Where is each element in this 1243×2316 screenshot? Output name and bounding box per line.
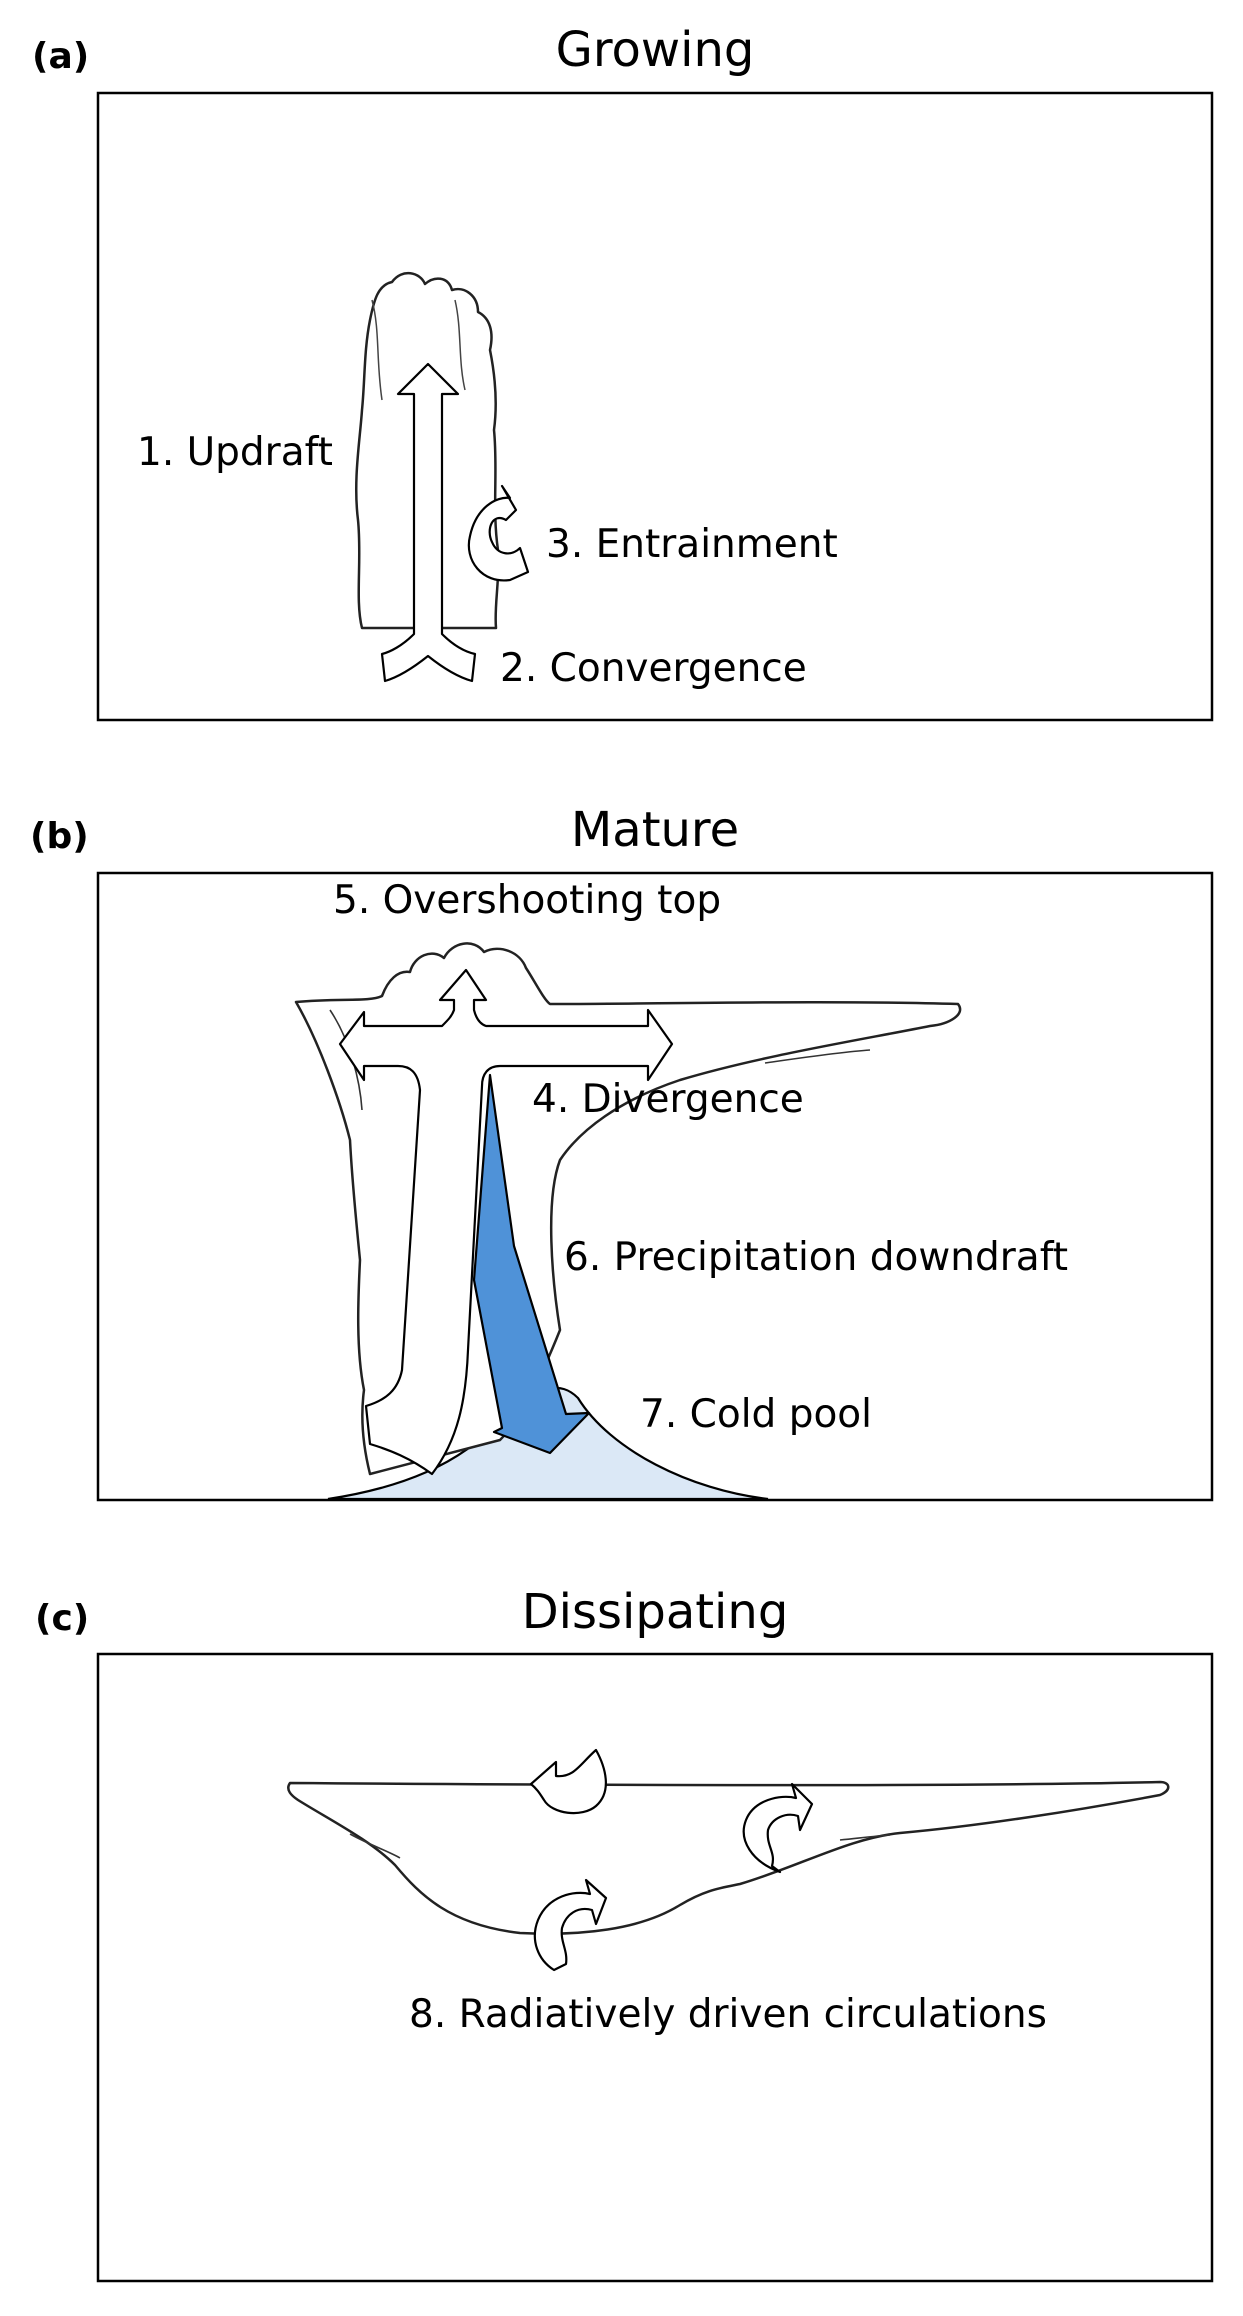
updraft-divergence-arrow <box>338 968 674 1476</box>
label-divergence: 4. Divergence <box>532 1077 804 1122</box>
label-updraft: 1. Updraft <box>137 430 333 475</box>
panel-title-mature: Mature <box>571 802 739 858</box>
entrainment-icon <box>467 484 530 582</box>
cloud-texture <box>349 1833 401 1859</box>
panel-frame-a <box>96 91 1214 722</box>
cloud-texture <box>371 299 383 401</box>
circulation-curl-bottom-icon <box>533 1878 608 1972</box>
circulation-curl-top-icon <box>529 1748 607 1815</box>
precipitation-downdraft-arrow <box>472 1073 591 1455</box>
panel-tag-b: (b) <box>30 816 89 857</box>
label-radiative-circulations: 8. Radiatively driven circulations <box>409 1992 1047 2037</box>
panel-tag-c: (c) <box>35 1598 89 1639</box>
panel-tag-a: (a) <box>32 36 89 77</box>
label-entrainment: 3. Entrainment <box>546 522 838 567</box>
label-convergence: 2. Convergence <box>500 646 807 691</box>
label-precipitation-downdraft: 6. Precipitation downdraft <box>564 1235 1068 1280</box>
cloud-texture <box>839 1834 891 1841</box>
dissipating-anvil-cloud <box>287 1780 1170 1935</box>
circulation-curl-right-icon <box>742 1782 814 1874</box>
panel-mature: (b) Mature 5. Overshooting top 4. Diverg… <box>30 802 1214 1502</box>
panel-growing: (a) Growing 1. Updraft 3. Entrainment 2.… <box>32 22 1214 722</box>
cloud-texture <box>454 299 466 391</box>
label-overshooting-top: 5. Overshooting top <box>333 878 721 923</box>
updraft-arrow <box>380 362 477 683</box>
label-cold-pool: 7. Cold pool <box>640 1392 872 1437</box>
cloud-texture <box>764 1049 871 1064</box>
panel-title-dissipating: Dissipating <box>522 1584 789 1640</box>
panel-title-growing: Growing <box>556 22 755 78</box>
panel-frame-c <box>96 1652 1214 2283</box>
panel-dissipating: (c) Dissipating 8. Radiatively driven ci… <box>35 1584 1214 2283</box>
